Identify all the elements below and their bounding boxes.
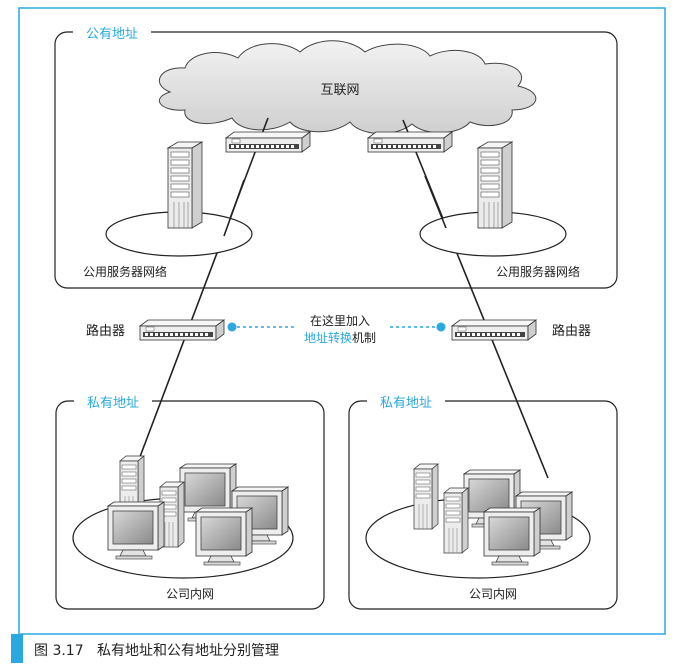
lan-left-label: 公司内网 xyxy=(166,587,214,601)
lan-right-server-b xyxy=(443,487,469,554)
link-cloud-left xyxy=(137,117,269,463)
nat-callout: 在这里加入 地址转换机制 xyxy=(227,313,446,345)
nat-dot-left xyxy=(227,322,237,332)
router-right-label: 路由器 xyxy=(552,323,591,339)
public-server-net-left-label: 公用服务器网络 xyxy=(83,264,167,279)
figure-caption: 图 3.17 私有地址和公有地址分别管理 xyxy=(34,643,279,659)
public-server-net-right-label: 公用服务器网络 xyxy=(496,264,580,279)
nat-line1: 在这里加入 xyxy=(310,313,370,328)
router-left-label: 路由器 xyxy=(86,323,125,339)
lan-right-label: 公司内网 xyxy=(469,587,517,601)
nat-line2-rest: 机制 xyxy=(352,331,376,345)
link-cloud-right xyxy=(402,119,549,479)
boundary-router-left xyxy=(139,319,225,341)
public-router-right xyxy=(367,131,453,153)
public-server-right xyxy=(477,141,513,229)
private-right-label: 私有地址 xyxy=(380,396,432,411)
lan-right-server-a xyxy=(413,463,439,530)
nat-dot-right xyxy=(436,322,446,332)
private-left-label: 私有地址 xyxy=(87,396,139,411)
public-server-left xyxy=(167,141,203,229)
public-address-group xyxy=(54,31,618,289)
internet-cloud xyxy=(158,40,537,135)
private-group-left xyxy=(55,400,325,610)
svg-text:地址转换机制: 地址转换机制 xyxy=(304,330,376,345)
outer-frame xyxy=(18,7,666,635)
internet-label: 互联网 xyxy=(320,83,359,98)
private-group-right xyxy=(348,400,618,610)
nat-highlight: 地址转换 xyxy=(304,330,352,345)
caption-bar xyxy=(11,634,23,663)
public-address-label: 公有地址 xyxy=(86,27,138,42)
boundary-router-right xyxy=(451,319,537,341)
public-router-left xyxy=(225,131,311,153)
